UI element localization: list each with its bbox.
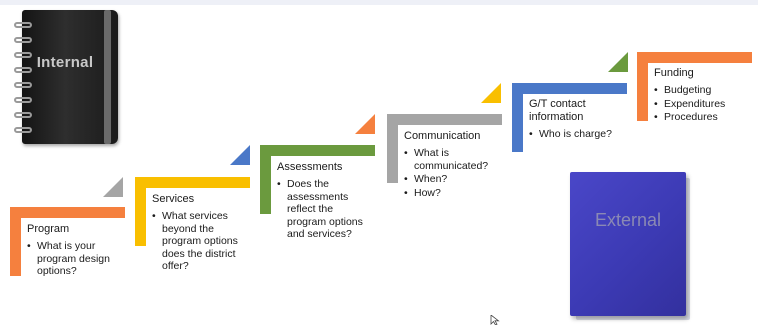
- step-side-bar: [637, 52, 648, 121]
- step-bullets: Who is charge?: [529, 128, 625, 142]
- step-bullets: Does the assessments reflect the program…: [277, 178, 373, 242]
- notebook-ring: [14, 37, 32, 43]
- step-bullets: What services beyond the program options…: [152, 210, 248, 274]
- bullet-item: What is your program design options?: [27, 240, 117, 278]
- bullet-item: Does the assessments reflect the program…: [277, 178, 373, 241]
- notebook-ring: [14, 127, 32, 133]
- bullet-item: How?: [404, 187, 500, 200]
- bullet-item: Procedures: [654, 111, 750, 124]
- connector-triangle-icon: [608, 52, 628, 72]
- notebook-ring: [14, 112, 32, 118]
- step-bullets: Budgeting Expenditures Procedures: [654, 84, 750, 125]
- notebook-ring: [14, 82, 32, 88]
- notebook-ring: [14, 67, 32, 73]
- internal-label: Internal: [36, 54, 94, 71]
- notebook-elastic-band: [104, 10, 111, 144]
- book-cover: [570, 172, 686, 316]
- connector-triangle-icon: [355, 114, 375, 134]
- notebook-cover: [22, 10, 118, 144]
- external-label: External: [594, 210, 662, 230]
- bullet-item: Expenditures: [654, 98, 750, 111]
- step-side-bar: [10, 207, 21, 276]
- bullet-item: Who is charge?: [529, 128, 625, 141]
- notebook-ring: [14, 22, 32, 28]
- connector-triangle-icon: [103, 177, 123, 197]
- connector-triangle-icon: [230, 145, 250, 165]
- external-book-icon: External: [570, 172, 690, 320]
- step-side-bar: [135, 177, 146, 246]
- step-side-bar: [260, 145, 271, 214]
- bullet-item: What services beyond the program options…: [152, 210, 248, 273]
- step-bullets: What is communicated? When? How?: [404, 147, 500, 200]
- step-title: Services: [152, 193, 195, 205]
- step-side-bar: [512, 83, 523, 152]
- bullet-item: Budgeting: [654, 84, 750, 97]
- connector-triangle-icon: [481, 83, 501, 103]
- step-bar: [637, 52, 752, 63]
- internal-notebook-icon: Internal: [14, 10, 118, 144]
- step-title: G/T contact information: [529, 98, 586, 123]
- notebook-ring: [14, 52, 32, 58]
- step-title: Assessments: [277, 161, 343, 173]
- step-bar: [135, 177, 250, 188]
- step-side-bar: [387, 114, 398, 183]
- top-divider: [0, 0, 758, 5]
- step-bar: [260, 145, 375, 156]
- bullet-item: What is communicated?: [404, 147, 500, 172]
- step-bar: [512, 83, 627, 94]
- step-title: Communication: [404, 130, 481, 142]
- step-bullets: What is your program design options?: [27, 240, 117, 279]
- step-title: Program: [27, 223, 70, 235]
- step-title: Funding: [654, 67, 694, 79]
- step-bar: [10, 207, 125, 218]
- bullet-item: When?: [404, 173, 500, 186]
- step-bar: [387, 114, 502, 125]
- notebook-ring: [14, 97, 32, 103]
